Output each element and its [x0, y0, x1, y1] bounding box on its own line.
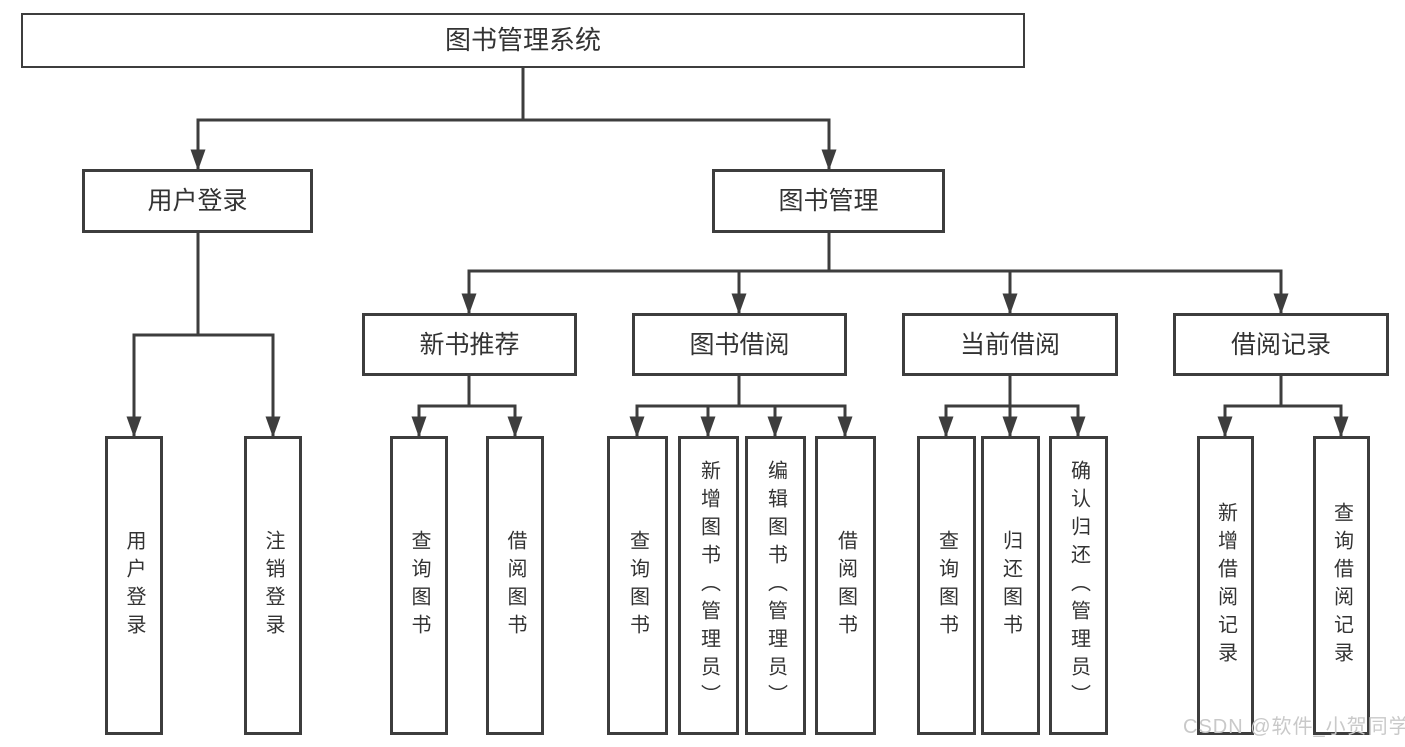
leaf-logout: 注销登录 — [244, 436, 302, 735]
leaf-user-login: 用户登录 — [105, 436, 163, 735]
node-new-book-recommendation: 新书推荐 — [362, 313, 577, 376]
leaf-add-borrow-record: 新增借阅记录 — [1197, 436, 1254, 735]
leaf-return-books: 归还图书 — [981, 436, 1040, 735]
leaf-confirm-return-admin: 确认归还（管理员） — [1049, 436, 1108, 735]
node-library-management-system: 图书管理系统 — [21, 13, 1025, 68]
leaf-edit-books-admin: 编辑图书（管理员） — [745, 436, 806, 735]
leaf-query-books-current: 查询图书 — [917, 436, 976, 735]
leaf-query-books-recommend: 查询图书 — [390, 436, 448, 735]
node-current-borrowing: 当前借阅 — [902, 313, 1118, 376]
leaf-borrow-books-recommend: 借阅图书 — [486, 436, 544, 735]
leaf-borrow-books: 借阅图书 — [815, 436, 876, 735]
node-user-login: 用户登录 — [82, 169, 313, 233]
node-book-borrowing: 图书借阅 — [632, 313, 847, 376]
node-borrowing-records: 借阅记录 — [1173, 313, 1389, 376]
leaf-query-borrow-record: 查询借阅记录 — [1313, 436, 1370, 735]
leaf-add-books-admin: 新增图书（管理员） — [678, 436, 739, 735]
leaf-query-books-borrow: 查询图书 — [607, 436, 668, 735]
node-book-management: 图书管理 — [712, 169, 945, 233]
csdn-watermark: CSDN @软件_小贺同学 — [1183, 716, 1405, 738]
